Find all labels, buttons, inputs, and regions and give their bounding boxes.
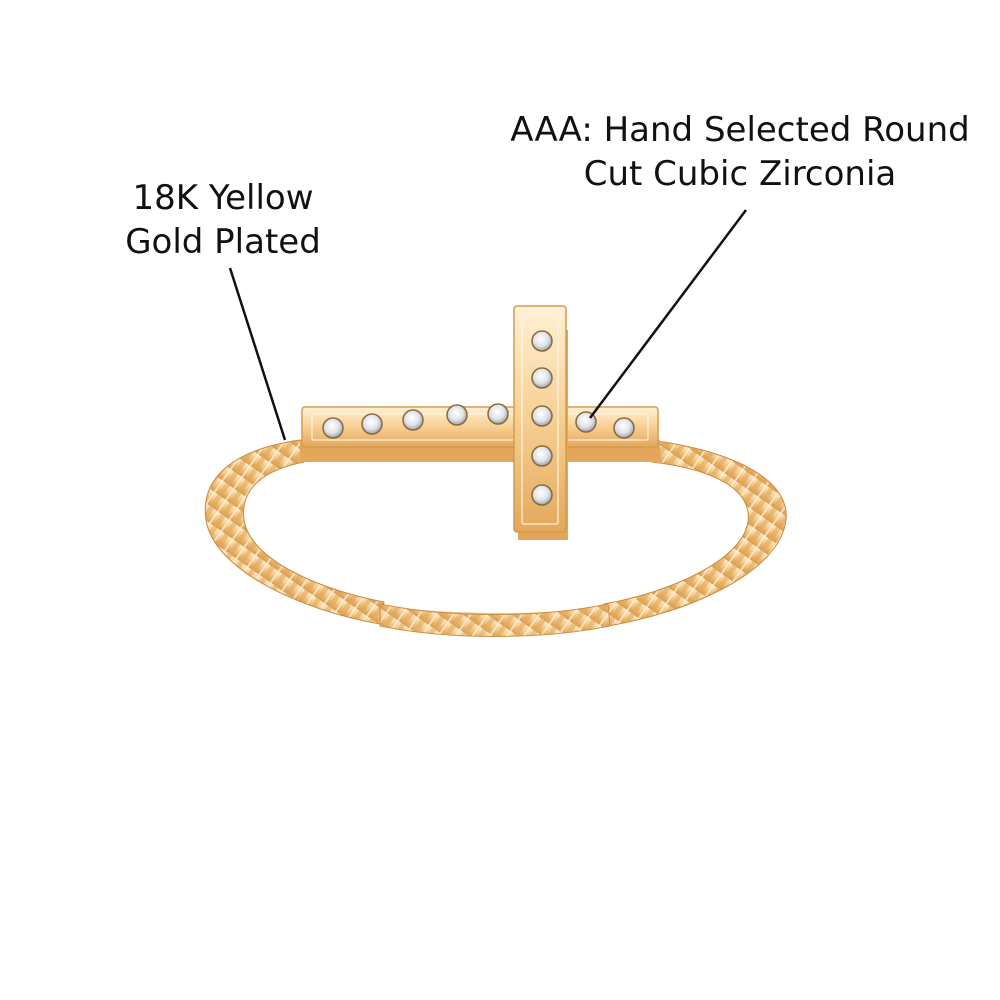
ring-band-front-right <box>603 439 787 627</box>
gold-plating-callout: 18K Yellow Gold Plated <box>98 176 348 264</box>
gold-leader-line <box>228 267 287 441</box>
stone-callout: AAA: Hand Selected Round Cut Cubic Zirco… <box>510 108 970 196</box>
cross-horizontal-bar <box>301 406 659 448</box>
stone-leader-line <box>589 209 747 419</box>
stone-callout-line2: Cut Cubic Zirconia <box>583 154 897 194</box>
stones-horizontal <box>322 403 635 439</box>
ring-band-bottom <box>379 603 611 637</box>
stones-vertical <box>531 330 553 506</box>
gold-callout-line2: Gold Plated <box>125 222 321 262</box>
stone-callout-line1: AAA: Hand Selected Round <box>510 110 970 150</box>
gold-callout-line1: 18K Yellow <box>132 178 314 218</box>
ring-band-front <box>204 439 385 625</box>
